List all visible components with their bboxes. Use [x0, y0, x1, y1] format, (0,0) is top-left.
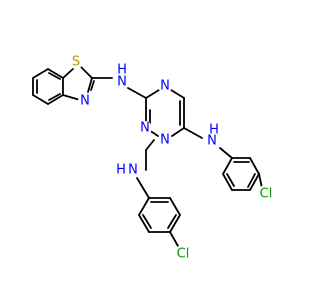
atom-cl-right: Cl [257, 185, 275, 203]
atom-n-triazine-top: N [158, 79, 172, 94]
atom-cl-left: Cl [174, 245, 192, 263]
svg-text:S: S [72, 55, 80, 70]
atom-nh-top: N H [115, 63, 129, 90]
thiazole-ring [62, 65, 95, 101]
svg-text:Cl: Cl [177, 247, 190, 262]
atom-n-triazine-right: N [158, 133, 172, 148]
right-chlorophenyl [183, 127, 263, 191]
molecule-structure: S N N H N N N N H N H Cl Cl [32, 54, 275, 263]
svg-text:H: H [209, 123, 219, 138]
atom-n-triazine-left: N [138, 121, 152, 136]
svg-text:N: N [128, 163, 138, 178]
benzene-ring [32, 68, 64, 105]
svg-text:N: N [117, 75, 127, 90]
atom-nh-left: N H [116, 163, 140, 178]
svg-text:N: N [140, 121, 150, 136]
svg-text:H: H [116, 163, 126, 178]
molecule-canvas: S N N H N N N N H N H Cl Cl [32, 54, 275, 263]
svg-text:H: H [117, 63, 127, 78]
amine-linker-top [91, 77, 147, 99]
atom-n-benzothiazole: N [78, 94, 92, 109]
svg-text:N: N [160, 79, 170, 94]
svg-text:Cl: Cl [260, 187, 273, 202]
atom-nh-right: N H [205, 123, 219, 149]
svg-text:N: N [160, 133, 170, 148]
left-chlorophenyl [136, 149, 181, 247]
svg-text:N: N [207, 134, 217, 149]
atom-s-benzothiazole: S [69, 55, 83, 70]
svg-text:N: N [80, 94, 90, 109]
